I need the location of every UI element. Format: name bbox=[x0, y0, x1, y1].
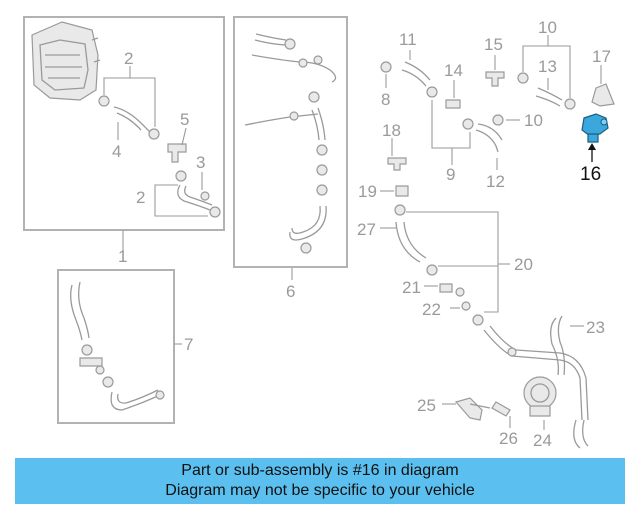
callout-19: 19 bbox=[358, 182, 377, 201]
callout-18: 18 bbox=[382, 121, 401, 140]
connector-14 bbox=[445, 99, 461, 109]
callout-11: 11 bbox=[399, 30, 417, 49]
reservoir-assembly bbox=[31, 21, 101, 101]
hose-2-lower bbox=[175, 170, 221, 218]
callout-9: 9 bbox=[446, 165, 455, 184]
part-16-highlighted bbox=[581, 113, 609, 143]
callout-27: 27 bbox=[357, 220, 376, 239]
clamp-8 bbox=[380, 61, 392, 73]
bracket-17 bbox=[591, 83, 615, 107]
hose-2-upper bbox=[98, 95, 160, 140]
callout-6: 6 bbox=[286, 282, 295, 301]
callout-20: 20 bbox=[514, 255, 533, 274]
callout-26: 26 bbox=[499, 429, 518, 448]
callout-2-lower: 2 bbox=[136, 188, 145, 207]
callout-25: 25 bbox=[417, 396, 436, 415]
bracket-25 bbox=[454, 397, 491, 421]
callout-1: 1 bbox=[118, 247, 127, 266]
callout-10-upper: 10 bbox=[538, 18, 557, 37]
callout-14: 14 bbox=[444, 61, 463, 80]
callout-23: 23 bbox=[586, 318, 605, 337]
group-frame-6 bbox=[233, 16, 348, 268]
callout-10-lower: 10 bbox=[524, 111, 543, 130]
banner-line-2: Diagram may not be specific to your vehi… bbox=[165, 482, 475, 499]
callout-16-highlighted: 16 bbox=[580, 164, 601, 185]
banner-line-1: Part or sub-assembly is #16 in diagram bbox=[181, 462, 459, 479]
pump-24 bbox=[523, 376, 557, 417]
callout-17: 17 bbox=[592, 47, 611, 66]
info-banner: Part or sub-assembly is #16 in diagram D… bbox=[15, 458, 625, 504]
callout-7: 7 bbox=[184, 335, 193, 354]
clamp-19 bbox=[395, 185, 409, 197]
callout-5: 5 bbox=[180, 110, 189, 129]
callout-2-upper: 2 bbox=[124, 49, 133, 68]
lower-hose-set bbox=[70, 281, 165, 411]
group-frame-1 bbox=[23, 16, 225, 231]
hose-27-assembly bbox=[394, 204, 589, 449]
callout-8: 8 bbox=[381, 90, 390, 109]
callout-21: 21 bbox=[402, 278, 421, 297]
upper-hose-set bbox=[244, 33, 337, 254]
callout-13: 13 bbox=[538, 57, 557, 76]
connector-26 bbox=[491, 401, 511, 417]
group-frame-7 bbox=[57, 269, 175, 424]
hose-12 bbox=[462, 114, 504, 153]
hose-13 bbox=[517, 72, 576, 110]
callout-3: 3 bbox=[196, 153, 205, 172]
callout-22: 22 bbox=[422, 300, 441, 319]
callout-4: 4 bbox=[112, 142, 121, 161]
callout-12: 12 bbox=[486, 172, 505, 191]
tee-15 bbox=[485, 71, 505, 87]
tee-connector-5 bbox=[167, 143, 187, 163]
tee-18 bbox=[387, 157, 407, 171]
callout-15: 15 bbox=[484, 35, 503, 54]
hose-11 bbox=[401, 61, 438, 98]
callout-24: 24 bbox=[533, 431, 552, 450]
